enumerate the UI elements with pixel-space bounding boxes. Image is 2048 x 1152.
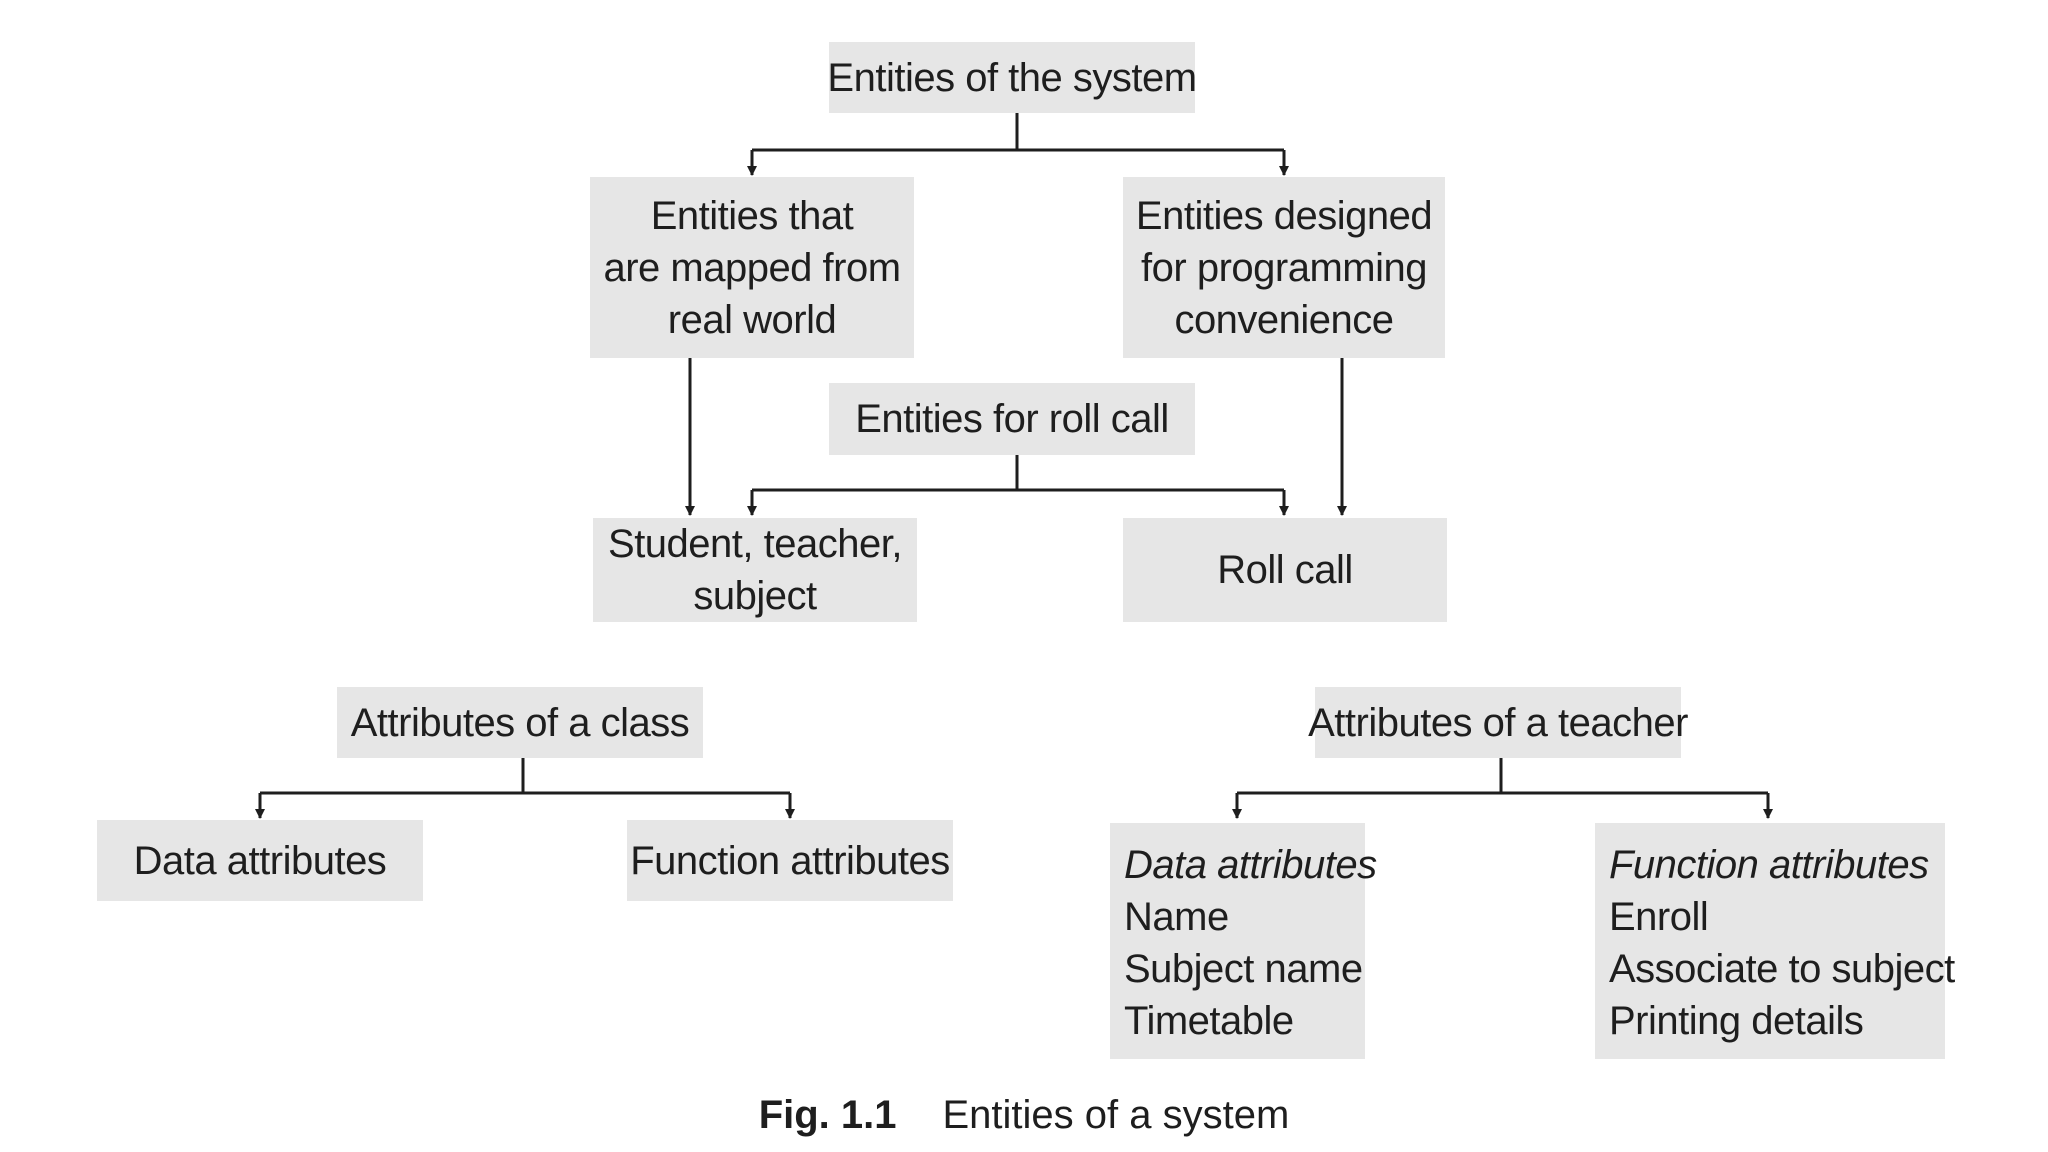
- figure-number: Fig. 1.1: [758, 1093, 897, 1137]
- figure-title: Entities of a system: [942, 1093, 1290, 1137]
- box-label-line: subject: [693, 574, 817, 618]
- box-entities-of-the-system: Entities of the system: [827, 42, 1197, 113]
- box-label-line: convenience: [1174, 297, 1394, 342]
- box-label: Attributes of a teacher: [1308, 700, 1688, 745]
- list-heading: Function attributes: [1609, 843, 1929, 887]
- list-heading: Data attributes: [1124, 843, 1377, 887]
- box-label: Function attributes: [630, 838, 950, 883]
- list-item: Timetable: [1124, 999, 1294, 1043]
- box-teacher-function-attributes: Function attributes Enroll Associate to …: [1595, 823, 1955, 1059]
- figure-caption: Fig. 1.1 Entities of a system: [0, 1090, 2048, 1140]
- list-item: Associate to subject: [1609, 947, 1955, 991]
- box-label-line: Entities designed: [1135, 193, 1433, 238]
- box-attributes-of-a-class: Attributes of a class: [337, 687, 703, 758]
- box-label-line: are mapped from: [603, 245, 901, 290]
- box-label: Entities of the system: [827, 55, 1197, 100]
- box-class-function-attributes: Function attributes: [627, 820, 953, 901]
- list-item: Enroll: [1609, 895, 1709, 939]
- box-roll-call: Roll call: [1123, 518, 1447, 622]
- box-label: Roll call: [1217, 548, 1353, 592]
- box-label: Data attributes: [133, 838, 387, 883]
- box-entities-for-roll-call: Entities for roll call: [829, 383, 1195, 455]
- box-student-teacher-subject: Student, teacher, subject: [593, 518, 917, 622]
- box-label: Entities for roll call: [855, 397, 1169, 441]
- box-attributes-of-a-teacher: Attributes of a teacher: [1308, 687, 1688, 758]
- list-item: Printing details: [1609, 999, 1864, 1043]
- box-label-line: Student, teacher,: [608, 522, 902, 566]
- box-class-data-attributes: Data attributes: [97, 820, 423, 901]
- box-teacher-data-attributes: Data attributes Name Subject name Timeta…: [1110, 823, 1377, 1059]
- box-label-line: Entities that: [650, 193, 854, 238]
- box-label-line: real world: [667, 297, 837, 342]
- box-label-line: for programming: [1141, 245, 1427, 290]
- box-label: Attributes of a class: [350, 700, 690, 745]
- list-item: Subject name: [1124, 947, 1363, 991]
- box-real-world-entities: Entities that are mapped from real world: [590, 177, 914, 358]
- box-programming-entities: Entities designed for programming conven…: [1123, 177, 1445, 358]
- list-item: Name: [1124, 895, 1229, 939]
